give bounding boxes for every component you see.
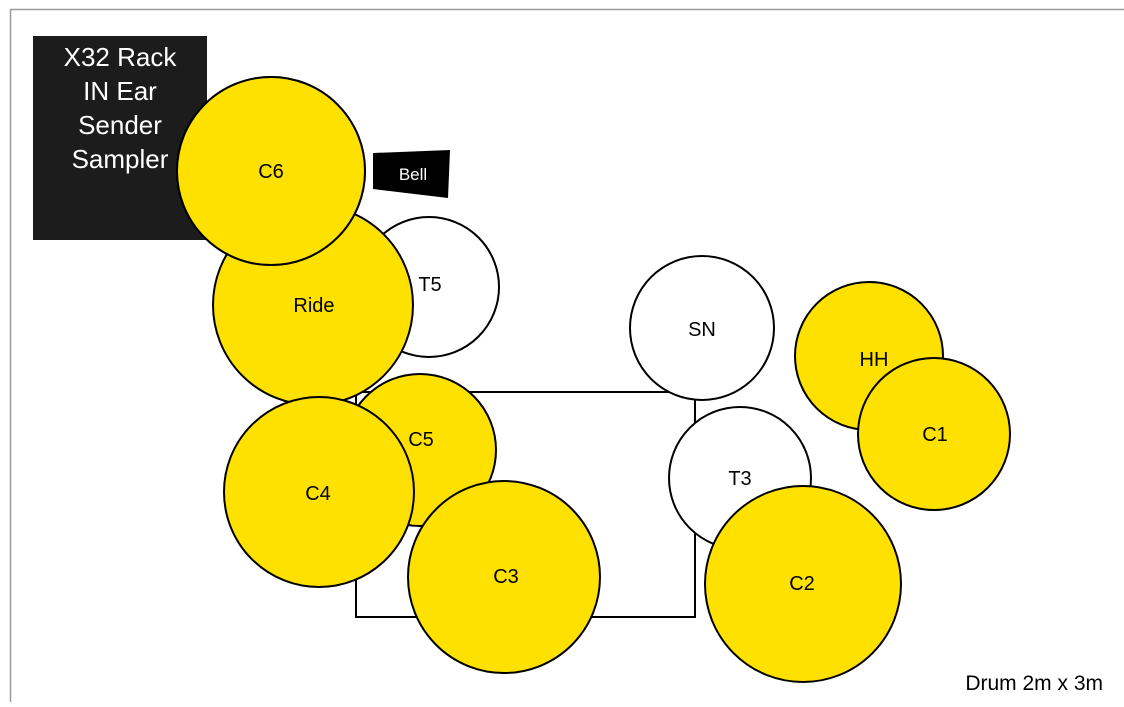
label-t5: T5 [418, 274, 441, 296]
rack-line-4: Sampler [71, 144, 169, 174]
cymbal-c1 [857, 357, 1011, 511]
rack-line-2: IN Ear [83, 76, 157, 106]
bell-label: Bell [399, 165, 427, 184]
label-ride: Ride [293, 295, 334, 317]
cymbal-c4 [223, 396, 415, 588]
label-t3: T3 [728, 468, 751, 490]
label-c1: C1 [922, 424, 948, 446]
rack-label: X32 Rack IN Ear Sender Sampler [34, 40, 206, 176]
cymbal-c3 [407, 480, 601, 674]
label-sn: SN [688, 319, 716, 341]
label-c2: C2 [789, 573, 815, 595]
rack-line-3: Sender [78, 110, 162, 140]
bell-element: Bell [373, 150, 450, 198]
cymbal-c2 [704, 485, 902, 683]
label-c5: C5 [408, 429, 434, 451]
label-c6: C6 [258, 161, 284, 183]
label-c4: C4 [305, 483, 331, 505]
bell-shape [373, 150, 450, 198]
label-hh: HH [860, 349, 889, 371]
label-c3: C3 [493, 566, 519, 588]
rack-line-1: X32 Rack [63, 42, 177, 72]
drum-sn [629, 255, 775, 401]
diagram-caption: Drum 2m x 3m [965, 672, 1103, 695]
